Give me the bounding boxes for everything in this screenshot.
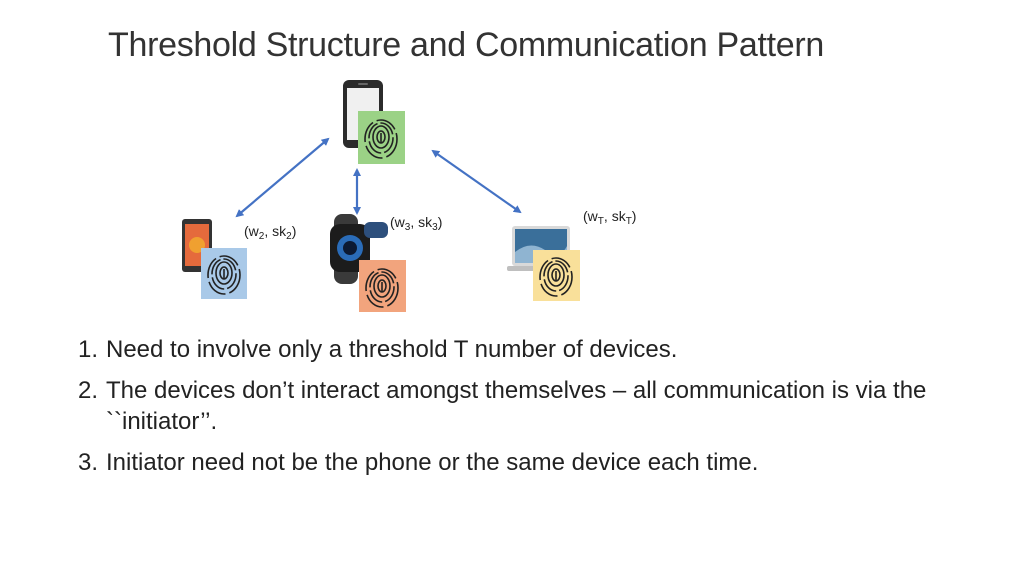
label-watch-key: (w3, sk3) (390, 214, 443, 233)
key-points-list: 1.Need to involve only a threshold T num… (78, 334, 958, 488)
fingerprint-icon-laptop (533, 250, 580, 301)
slide-title: Threshold Structure and Communication Pa… (108, 26, 824, 64)
watch-icon (330, 214, 388, 284)
list-item: 2.The devices don’t interact amongst the… (78, 377, 927, 435)
threshold-diagram (182, 80, 580, 312)
list-item: 1.Need to involve only a threshold T num… (78, 336, 678, 363)
fingerprint-icon-tablet (201, 248, 247, 299)
list-item: 3.Initiator need not be the phone or the… (78, 449, 759, 476)
arrow-phone-laptop (431, 149, 522, 214)
fingerprint-icon-watch (359, 260, 406, 312)
arrow-phone-tablet (235, 137, 330, 218)
label-laptop-key: (wT, skT) (583, 208, 637, 227)
label-tablet-key: (w2, sk2) (244, 223, 297, 242)
fingerprint-icon-phone (358, 111, 405, 164)
